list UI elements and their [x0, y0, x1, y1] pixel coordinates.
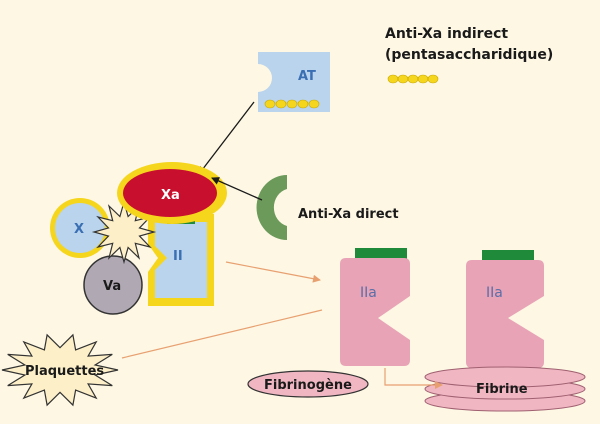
iia-1-label: IIa	[360, 285, 377, 301]
va-label: Va	[103, 279, 121, 294]
fibrinogen-pill	[247, 370, 369, 398]
pentasaccharide-dots-on-at	[264, 99, 320, 109]
factor-xa-ellipse	[123, 169, 217, 217]
pentasaccharide-dots-legend	[387, 74, 439, 84]
platelets-starburst	[1, 333, 119, 407]
pentasaccharidique-subtitle: (pentasaccharidique)	[385, 47, 553, 63]
platelets-to-thrombin-line	[121, 309, 323, 359]
fibrin-layer-1	[424, 366, 586, 388]
arrow-fibrinogen-to-fibrin	[384, 368, 443, 389]
at-label: AT	[298, 69, 316, 84]
iia-2-label: IIa	[486, 285, 503, 301]
factor-va-circle	[83, 255, 143, 315]
ii-label: II	[173, 249, 183, 264]
antithrombin-block	[258, 52, 330, 112]
arrow-anti-xa-direct-to-xa	[211, 177, 263, 201]
factor-ii-block	[155, 222, 207, 298]
arrow-at-to-xa	[198, 101, 255, 175]
thrombin-2-green-bar	[482, 250, 534, 262]
thrombin-2-block	[466, 260, 544, 368]
anti-xa-direct-crescent	[256, 175, 287, 240]
fibrine-label: Fibrine	[476, 382, 528, 397]
x-label: X	[74, 222, 84, 237]
thrombin-1-green-bar	[355, 248, 407, 260]
xa-label: Xa	[161, 188, 180, 203]
fibrinogene-label: Fibrinogène	[264, 378, 352, 393]
factor-x-circle	[55, 203, 105, 253]
thrombin-1-block	[340, 258, 410, 366]
arrow-to-thrombin	[225, 261, 321, 283]
anti-xa-direct-label: Anti-Xa direct	[298, 207, 399, 222]
plaquettes-label: Plaquettes	[25, 364, 104, 379]
anti-xa-indirect-title: Anti-Xa indirect	[385, 26, 508, 42]
